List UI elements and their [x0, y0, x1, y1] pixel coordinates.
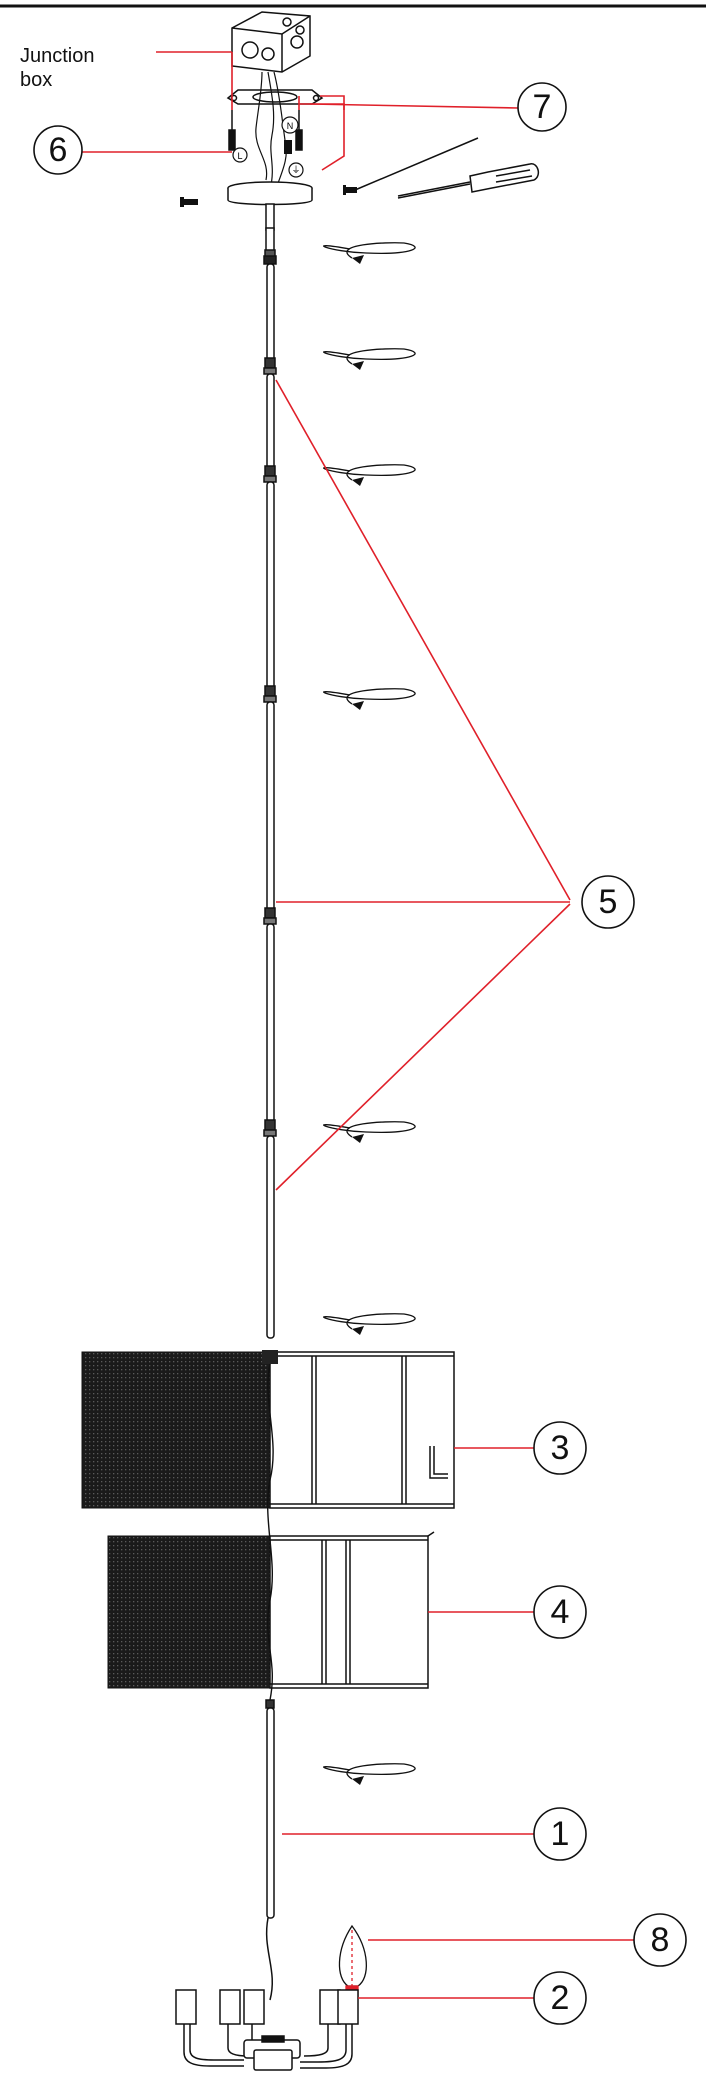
lower-downrod: [265, 1699, 275, 2001]
callout-3: 3: [533, 1421, 587, 1475]
callout-2: 2: [533, 1971, 587, 2025]
callout-1: 1: [533, 1807, 587, 1861]
neutral-marker: N: [287, 121, 294, 131]
screwdriver-icon: [397, 163, 540, 199]
live-marker: L: [237, 151, 242, 161]
callout-8-text: 8: [651, 1921, 670, 1959]
shade-upper: [81, 1350, 455, 1509]
wire-connectors: L N ⏚: [232, 116, 304, 178]
callout-7-text: 7: [533, 88, 552, 126]
chandelier-arms: [175, 1989, 359, 2071]
bulb: [338, 1924, 368, 1997]
callout-4: 4: [533, 1585, 587, 1639]
rotation-arrowheads: [352, 255, 364, 1785]
rotation-arrows: [322, 242, 416, 1780]
mounting-bracket: [226, 89, 324, 105]
callout-5-text: 5: [599, 883, 618, 921]
junction-box-label: Junction box: [20, 45, 95, 91]
downrod-stack: [263, 227, 277, 1339]
callout-5: 5: [581, 875, 635, 929]
canopy-side-screws: [180, 185, 357, 207]
shade-lower: [107, 1531, 435, 1689]
junction-box: [231, 11, 311, 73]
callout-4-text: 4: [551, 1593, 570, 1631]
ground-marker: ⏚: [291, 165, 300, 176]
callout-6-text: 6: [49, 131, 68, 169]
callout-6: 6: [33, 125, 83, 175]
screwdriver-pointer: [354, 137, 479, 191]
canopy: [227, 181, 313, 231]
callout-3-text: 3: [551, 1429, 570, 1467]
shade-wire: [267, 1363, 274, 1701]
leader-lines: [74, 51, 634, 1999]
callout-8: 8: [633, 1913, 687, 1967]
callout-1-text: 1: [551, 1815, 570, 1853]
callout-7: 7: [517, 82, 567, 132]
mounting-screws: [228, 110, 303, 151]
callout-2-text: 2: [551, 1979, 570, 2017]
